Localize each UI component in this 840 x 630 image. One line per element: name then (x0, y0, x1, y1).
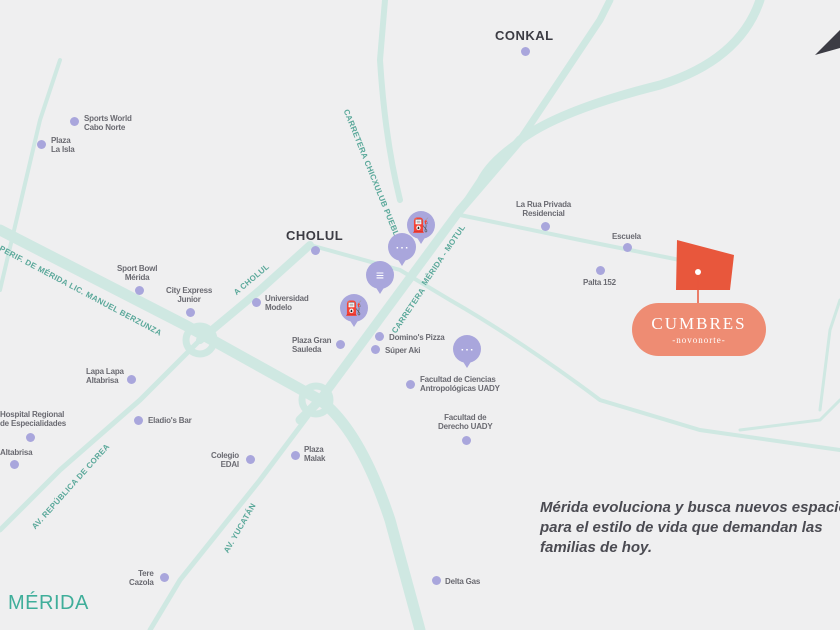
gas-station-icon[interactable]: ⛽ (340, 294, 368, 327)
poi-marker[interactable] (135, 286, 144, 295)
poi-marker[interactable] (134, 416, 143, 425)
poi-marker[interactable] (186, 308, 195, 317)
poi-label: Súper Aki (385, 346, 421, 355)
poi-label: Eladio's Bar (148, 416, 192, 425)
town-cholul: CHOLUL (286, 228, 344, 243)
poi-marker[interactable] (127, 375, 136, 384)
poi-label: Delta Gas (445, 577, 481, 586)
poi-marker[interactable] (291, 451, 300, 460)
poi-marker[interactable] (160, 573, 169, 582)
poi-marker[interactable] (37, 140, 46, 149)
development-name: CUMBRES (651, 314, 747, 333)
poi-label: Altabrisa (0, 448, 33, 457)
poi-marker[interactable] (623, 243, 632, 252)
conkal-marker[interactable] (521, 47, 530, 56)
poi-marker[interactable] (10, 460, 19, 469)
poi-marker[interactable] (375, 332, 384, 341)
poi-marker[interactable] (596, 266, 605, 275)
poi-marker[interactable] (252, 298, 261, 307)
cholul-marker[interactable] (311, 246, 320, 255)
poi-marker[interactable] (246, 455, 255, 464)
cumbres-badge[interactable]: CUMBRES -novonorte- (632, 303, 766, 356)
cumbres-parcel (676, 240, 734, 290)
poi-marker[interactable] (541, 222, 550, 231)
poi-marker[interactable] (26, 433, 35, 442)
poi-label: Escuela (612, 232, 641, 241)
tagline: Mérida evoluciona y busca nuevos espacio… (540, 499, 840, 556)
north-arrow-icon (815, 30, 840, 55)
poi-label: Domino's Pizza (389, 333, 445, 342)
poi-marker[interactable] (336, 340, 345, 349)
city-label: MÉRIDA (8, 592, 89, 614)
store-icon[interactable]: ⋯ (388, 233, 416, 266)
gas-station-icon[interactable]: ⛽ (407, 211, 435, 244)
poi-marker[interactable] (371, 345, 380, 354)
traffic-light-icon[interactable]: ≡ (366, 261, 394, 294)
poi-marker[interactable] (462, 436, 471, 445)
town-conkal: CONKAL (495, 28, 554, 43)
poi-marker[interactable] (70, 117, 79, 126)
poi-marker[interactable] (432, 576, 441, 585)
poi-label: Palta 152 (583, 278, 616, 287)
development-subtitle: -novonorte- (672, 335, 726, 345)
poi-marker[interactable] (406, 380, 415, 389)
store-icon[interactable]: ⋯ (453, 335, 481, 368)
